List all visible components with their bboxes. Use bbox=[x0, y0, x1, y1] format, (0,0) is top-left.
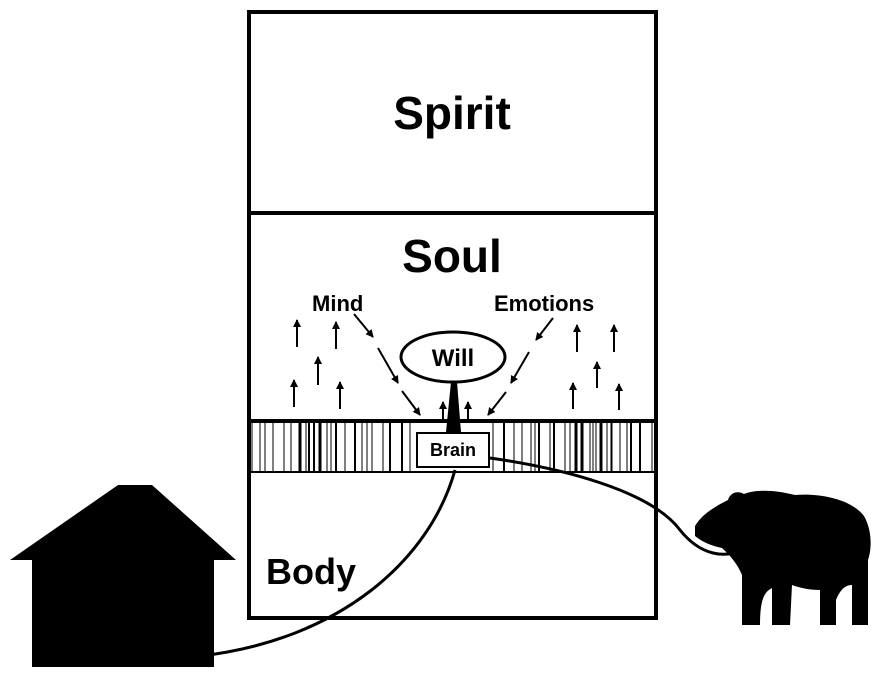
mind-arrow bbox=[401, 390, 421, 416]
mind-label: Mind bbox=[312, 291, 363, 316]
brain-bear-cord bbox=[489, 456, 746, 556]
soul-label: Soul bbox=[402, 230, 502, 282]
emotions-label: Emotions bbox=[494, 291, 594, 316]
bear-icon bbox=[695, 490, 871, 625]
emotions-arrow bbox=[535, 317, 554, 341]
emotions-arrow bbox=[487, 391, 507, 416]
brain-label: Brain bbox=[430, 440, 476, 460]
will-label: Will bbox=[432, 345, 474, 372]
brain-house-cord bbox=[199, 469, 457, 658]
brain-band-stripes bbox=[251, 423, 653, 471]
body-label: Body bbox=[266, 551, 356, 592]
will-stem bbox=[446, 382, 461, 432]
house-icon bbox=[10, 485, 236, 667]
outer-frame bbox=[247, 10, 658, 620]
emotions-arrow bbox=[510, 351, 530, 384]
mind-arrow bbox=[377, 347, 399, 384]
spirit-label: Spirit bbox=[393, 87, 511, 139]
mind-arrow bbox=[353, 313, 374, 338]
brain-box bbox=[416, 432, 490, 468]
